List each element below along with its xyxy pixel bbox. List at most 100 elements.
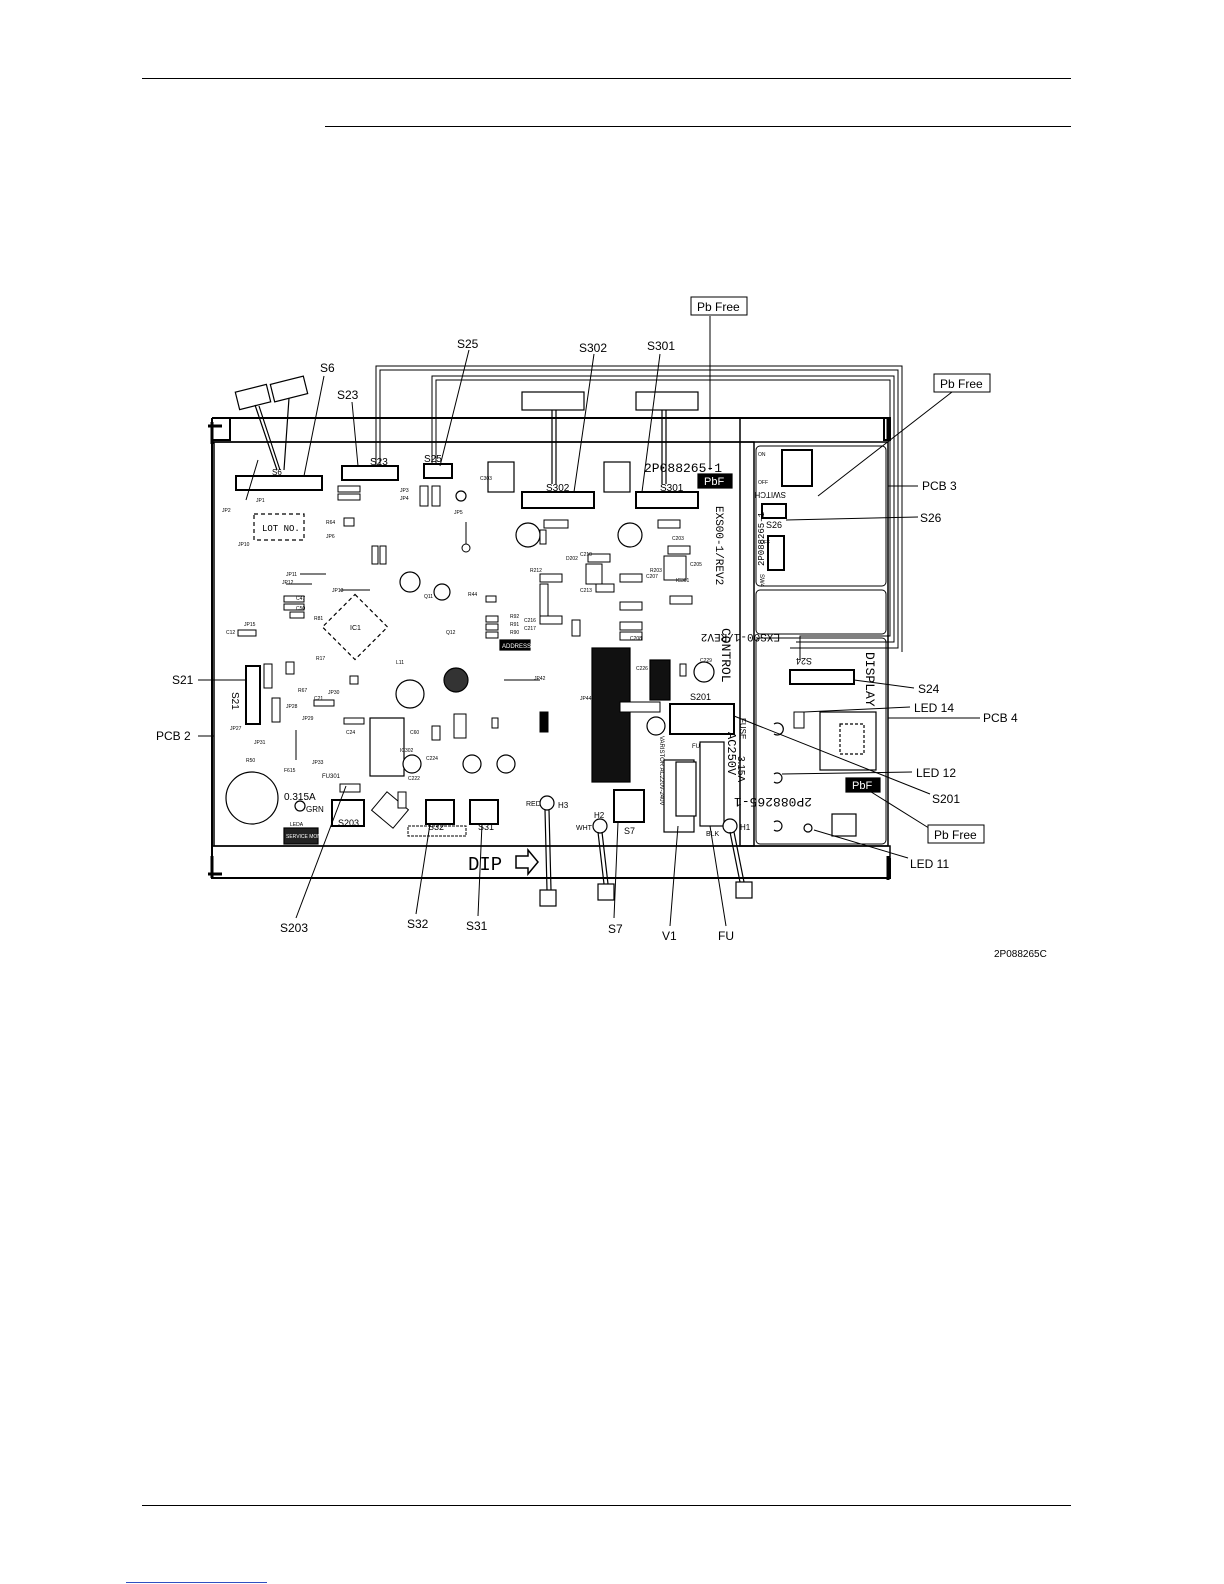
resistor [619,631,643,641]
connector-s7[interactable] [613,789,645,823]
resistor [539,529,547,545]
ref-jp15: JP15 [244,622,256,628]
connector-s203[interactable] [331,799,365,827]
switch-text: SWITCH [754,490,786,499]
switch-sw4[interactable] [767,535,785,571]
terminal-h1[interactable] [722,818,738,834]
board-corner-bl [208,856,222,878]
callout-s32: S32 [407,917,429,931]
capacitor-c228 [693,661,715,683]
dip-switch-block[interactable] [781,449,813,487]
tag-h3 [539,889,557,907]
s302-wires [551,410,557,484]
fu-ref-text: FU [692,744,700,750]
terminal-h2[interactable] [592,818,608,834]
switch-button [831,813,857,837]
ref-c208: C208 [630,636,642,642]
connector-s201[interactable] [669,703,735,735]
board-outline [208,365,903,880]
ref-jp4: JP4 [400,496,409,502]
leader-s25 [439,349,470,467]
wire-h1 [729,831,745,883]
resistor [587,553,611,563]
connector-s23[interactable] [341,465,399,481]
ic1-text: IC1 [350,625,361,632]
connector-s302[interactable] [521,491,595,509]
harness-s23-b [379,369,899,649]
leader-lines [198,316,980,927]
resistor [595,583,615,593]
fuse-amp-text: 3.15A [735,756,746,782]
connector-s21[interactable] [245,665,261,725]
h1-text: H1 [740,823,751,832]
ref-l11: L11 [396,660,404,666]
led-11-dot [803,823,813,833]
ref-d202: D202 [566,556,578,562]
thermistor-leads [254,397,290,471]
footer-link-underline[interactable] [126,1582,267,1583]
display-module-inner [839,723,865,755]
pbf-display: PbF [852,780,872,792]
pbf-control: PbF [704,476,724,488]
ref-jp6: JP6 [326,534,335,540]
ref-r64: R64 [326,520,335,526]
resistor [313,699,335,707]
ref-r203: R203 [650,568,662,574]
control-text: CONTROL [718,628,733,683]
resistor [679,663,687,677]
capacitor-c3 [395,679,425,709]
part-no-display: 2P088265-1 [734,794,812,809]
harness-s25 [431,375,895,643]
ref-jp3: JP3 [400,488,409,494]
ref-jp31: JP31 [254,740,266,746]
callout-s6: S6 [320,361,335,375]
ic1-outline [321,593,389,661]
ref-c222: C222 [408,776,420,782]
ref-c213: C213 [580,588,592,594]
ref-c205: C205 [690,562,702,568]
dip-off: OFF [758,480,768,486]
leader-pb-free-pcb3 [817,391,953,497]
connector-s25[interactable] [423,463,453,479]
conn-label-s6: S6 [272,468,282,477]
terminal-h3[interactable] [539,795,555,811]
dip-text: DIP [468,854,502,876]
ref-r50: R50 [246,758,255,764]
connector-s24[interactable] [789,669,855,685]
connector-s301[interactable] [635,491,699,509]
connector-s26[interactable] [761,503,787,519]
ref-jp28: JP28 [286,704,298,710]
leader-s201 [733,715,931,795]
callout-pcb3: PCB 3 [922,479,957,493]
ref-q11: Q11 [424,594,433,600]
ref-c12: C12 [226,630,235,636]
leda-text: LEDA [290,822,304,828]
callout-s31: S31 [466,919,488,933]
leader-s23 [351,401,359,467]
callout-s23: S23 [337,388,359,402]
connector-s31[interactable] [469,799,499,825]
fuse-text: FUSE [738,718,747,739]
test-pin-header [407,825,467,837]
connector-s6[interactable] [235,475,323,491]
ref-jp33: JP33 [312,760,324,766]
connector-s32[interactable] [425,799,455,825]
ref-ic302: IC302 [400,748,414,754]
connectors [235,449,855,827]
ref-c210: C210 [580,552,592,558]
header-rule-second [325,126,1071,127]
resistor [397,791,407,809]
conn-label-s25: S25 [424,454,442,465]
address-text: ADDRESS [502,644,531,650]
callout-fu: FU [718,929,734,943]
leader-s302 [573,353,595,493]
led-11-symbol [773,820,783,832]
ref-r44: R44 [468,592,477,598]
ref-c229: C229 [700,658,712,664]
wire-h3 [544,809,552,891]
microcontroller [591,647,631,783]
pb-free-box-pcb3 [933,373,991,393]
resistor [285,661,295,675]
ref-jp13: JP13 [332,588,344,594]
callout-led12: LED 12 [916,766,956,780]
